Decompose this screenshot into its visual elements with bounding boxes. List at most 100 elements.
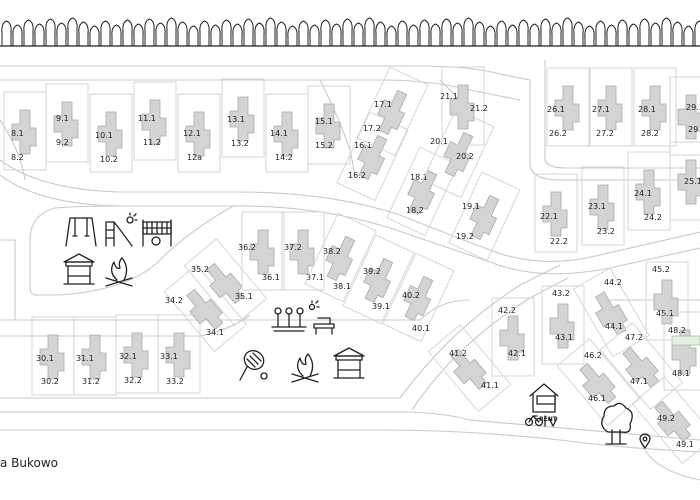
plot-label: 34.1 [206,328,224,337]
plot-boundary [669,141,700,221]
plot-26: 26.1 26.2 [546,67,590,147]
border-tree-icon [12,24,23,46]
border-tree-icon [100,20,111,46]
house-footprint [594,291,628,336]
plot-boundary [669,76,700,156]
plot-label: 49.1 [676,440,694,449]
plot-label: 36.2 [238,243,256,252]
plot-label: 42.1 [508,349,526,358]
house-footprint [81,334,107,380]
border-tree-icon [364,17,375,46]
border-tree-icon [661,17,672,46]
plot-boundary [633,67,677,147]
plot-boundary [221,78,265,158]
border-tree-icon [254,22,265,46]
border-tree-icon [177,21,188,46]
plot-label: 31.2 [82,377,100,386]
plot-37: 37.237.1 [281,211,325,291]
plot-42: 42.242.1 [491,297,535,377]
house-footprint [579,362,617,404]
plot-label: 26.2 [549,129,567,138]
plot-label: 47.2 [625,333,643,342]
green-path-segment [671,335,700,346]
plot-label: 26.1 [547,105,565,114]
house-footprint [677,94,700,140]
plot-38: 38.238.1 [304,212,377,303]
bench-icon [313,317,335,335]
border-tree-icon [243,18,254,46]
border-tree-icon [298,20,309,46]
plot-label: 35.2 [191,265,209,274]
plot-label: 36.1 [262,273,280,282]
plot-label: 27.1 [592,105,610,114]
border-tree-icon [496,20,507,46]
plot-36: 36.2 36.1 [238,211,285,291]
plot-boundary [386,146,459,237]
plot-label: 33.2 [166,377,184,386]
garden-sun-icon [271,300,320,332]
border-tree-icon [111,24,122,46]
house-footprint [186,288,224,330]
border-tree-icon [672,21,683,46]
plot-40: 40.240.1 [382,252,455,343]
plots: 8.18.29.19.210.110.211.111.212.112a13.11… [3,66,700,465]
border-tree-icon [199,20,210,46]
plot-label: 35.1 [235,292,253,301]
plot-label: 24.2 [644,213,662,222]
campfire-icon [291,353,319,383]
house-footprint [141,99,167,145]
border-tree-icon [452,22,463,46]
house-footprint [597,85,623,131]
border-tree-icon [166,17,177,46]
plot-label: 41.2 [449,349,467,358]
plot-boundary [663,311,700,391]
plot-boundary [427,324,512,413]
house-footprint [273,111,299,157]
plot-10: 10.110.2 [89,93,133,173]
plot-label: 32.1 [119,352,137,361]
house-footprint [635,169,661,215]
plot-label: 43.2 [552,289,570,298]
border-tree-icon [23,19,34,46]
plot-9: 9.1 9.2 [45,83,89,163]
border-tree-icon [133,23,144,46]
plot-label: 34.2 [165,296,183,305]
plot-label: 41.1 [481,381,499,390]
border-tree-icon [375,21,386,46]
house-footprint [325,235,356,282]
border-tree-icon [287,25,298,46]
plot-label: 15.2 [315,141,333,150]
plot-label: 39.2 [363,267,381,276]
house-footprint [554,85,580,131]
campfire-icon [105,257,133,287]
plot-label: 20.2 [456,152,474,161]
plot-boundary [448,171,521,262]
border-tree-icon [562,17,573,46]
border-tree-icon [551,22,562,46]
plot-boundary [589,67,633,147]
plot-boundary [546,67,590,147]
house-footprint [377,89,408,136]
house-footprint [229,96,255,142]
plot-label: 9.1 [56,114,69,123]
plot-label: 9.2 [56,138,69,147]
house-footprint [289,229,315,275]
house-footprint [677,159,700,205]
plot-boundary [441,66,485,146]
plot-25: 25.1 [669,141,700,221]
plot-label: 28.2 [641,129,659,138]
border-tree-icon [144,18,155,46]
plot-43: 43.243.1 [541,285,585,365]
plot-label: 39.1 [372,302,390,311]
plot-18: 18.118.2 [386,146,459,237]
border-tree-icon [210,24,221,46]
plot-boundary [356,66,429,157]
border-tree-icon [221,19,232,46]
plot-boundary [581,166,625,246]
plot-label: 25.1 [684,177,700,186]
plot-label: 16.1 [354,141,372,150]
plot-19: 19.119.2 [448,171,521,262]
plot-label: 40.2 [402,291,420,300]
border-tree-icon [320,19,331,46]
house-footprint [363,257,394,304]
